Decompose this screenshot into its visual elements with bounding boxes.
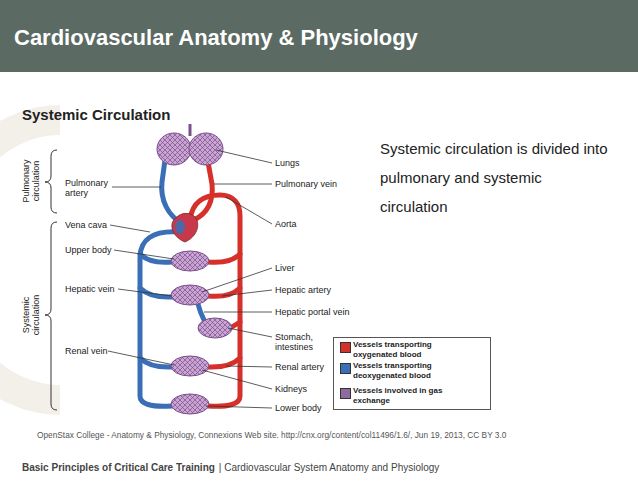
- renal-vein: [140, 358, 172, 367]
- capillary-bed: [171, 356, 209, 376]
- renal-artery: [208, 358, 240, 367]
- leader-line: [226, 366, 272, 367]
- legend-swatch: [340, 342, 351, 353]
- trachea: [189, 124, 192, 136]
- organ-label: Upper body: [65, 245, 125, 255]
- footer: Basic Principles of Critical Care Traini…: [22, 461, 622, 474]
- leader-line: [202, 370, 272, 389]
- vessel-label: Pulmonary artery: [65, 178, 110, 198]
- legend-text: Vessels involved in gas exchange: [353, 386, 475, 406]
- vessel-label: Aorta: [275, 219, 355, 229]
- leader-line: [222, 290, 272, 296]
- artery: [208, 254, 240, 262]
- leader-line: [206, 406, 272, 408]
- body-text: Systemic circulation is divided into pul…: [380, 134, 608, 221]
- capillary-bed: [171, 394, 209, 414]
- legend-swatch: [340, 388, 351, 399]
- source-citation: OpenStax College - Anatomy & Physiology,…: [37, 430, 597, 441]
- leader-line: [114, 250, 174, 259]
- organ-label: Lungs: [275, 158, 355, 168]
- brace: [45, 150, 57, 213]
- bracket-label: Pulmonary circulation: [21, 155, 41, 207]
- capillary-bed: [171, 285, 209, 305]
- legend-swatch: [340, 363, 351, 374]
- vessel-label: Hepatic artery: [275, 285, 355, 295]
- heart-chamber: [175, 220, 185, 234]
- leader-line: [216, 150, 272, 163]
- hepatic-artery: [208, 288, 240, 296]
- capillary-bed: [171, 251, 209, 271]
- leader-line: [118, 289, 172, 296]
- organ-label: Liver: [275, 263, 355, 273]
- heart: [172, 213, 198, 242]
- leader-line: [226, 197, 272, 224]
- leader-line: [112, 187, 161, 188]
- vessel-label: Renal vein: [65, 346, 125, 356]
- vessel-label: Hepatic vein: [65, 284, 125, 294]
- slide-title: Cardiovascular Anatomy & Physiology: [14, 24, 614, 52]
- hepatic-portal-vein: [198, 304, 204, 320]
- footer-text: Basic Principles of Critical Care Traini…: [22, 462, 215, 473]
- leader-line: [204, 312, 272, 313]
- leader-line: [108, 351, 174, 365]
- vessel-label: Vena cava: [65, 220, 125, 230]
- bracket-label: Systemic circulation: [21, 289, 41, 341]
- legend-text: Vessels transporting deoxygenated blood: [353, 361, 475, 381]
- artery: [232, 322, 240, 327]
- lung: [189, 133, 223, 165]
- organ-label: Stomach, intestines: [275, 332, 320, 352]
- leader-group: [108, 150, 272, 408]
- vessel-label: Pulmonary vein: [275, 179, 355, 189]
- header-bar: [0, 0, 638, 72]
- leader-line: [214, 184, 272, 185]
- leader-line: [110, 225, 150, 232]
- pulmonary-vein: [194, 162, 212, 220]
- leader-line: [202, 268, 272, 292]
- footer-text: | Cardiovascular System Anatomy and Phys…: [219, 462, 439, 473]
- lung: [157, 133, 191, 165]
- leader-line: [228, 328, 272, 337]
- vessel-label: Hepatic portal vein: [275, 307, 365, 317]
- legend-text: Vessels transporting oxygenated blood: [353, 340, 475, 360]
- brace: [45, 222, 57, 410]
- capillary-bed: [198, 318, 232, 338]
- legend-frame: [334, 338, 491, 410]
- organ-label: Lower body: [275, 403, 355, 413]
- section-heading: Systemic Circulation: [22, 106, 322, 124]
